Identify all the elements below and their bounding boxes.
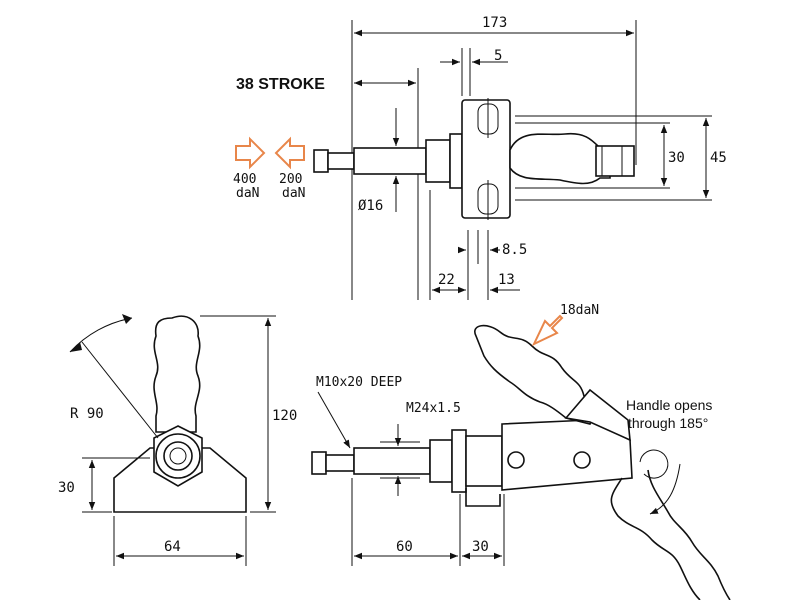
pull-force-arrow-icon [235,136,266,170]
offset-a-dim: 22 [438,272,455,288]
force-arrows: 400 daN 200 daN [233,136,305,201]
side-view: R 90 120 30 64 [58,314,297,566]
front-view: 18daN M10x20 DEEP M24x1.5 Handle opens t… [311,303,731,600]
offset-c-dim: 13 [498,272,515,288]
thread-main-label: M24x1.5 [406,401,461,416]
mount-spacing-inner-dim: 30 [668,150,685,166]
thread-deep-label: M10x20 DEEP [316,375,402,390]
overall-length-dim: 173 [482,15,507,31]
pull-force-unit: daN [236,186,259,201]
handle-note-line2: through 185° [628,415,708,431]
base-height-dim: 30 [58,480,75,496]
flange-thickness-dim: 5 [494,48,502,64]
radius-dim: R 90 [70,406,104,422]
plunger-diameter-dim: Ø16 [358,198,383,214]
push-force-arrow-icon [274,136,305,170]
base-offset-dim: 30 [472,539,489,555]
mount-spacing-outer-dim: 45 [710,150,727,166]
handle-force-value: 18daN [560,303,599,318]
top-view: 173 38 STROKE 5 30 4 [236,15,727,300]
push-force-value: 200 [279,172,302,187]
height-dim: 120 [272,408,297,424]
handle-force-arrow-icon [531,314,564,347]
handle-note-line1: Handle opens [626,397,712,413]
base-width-dim: 64 [164,539,181,555]
pull-force-value: 400 [233,172,256,187]
plunger-extension-dim: 60 [396,539,413,555]
push-force-unit: daN [282,186,305,201]
stroke-dim: 38 STROKE [236,76,325,93]
offset-b-dim: 8.5 [502,242,527,258]
